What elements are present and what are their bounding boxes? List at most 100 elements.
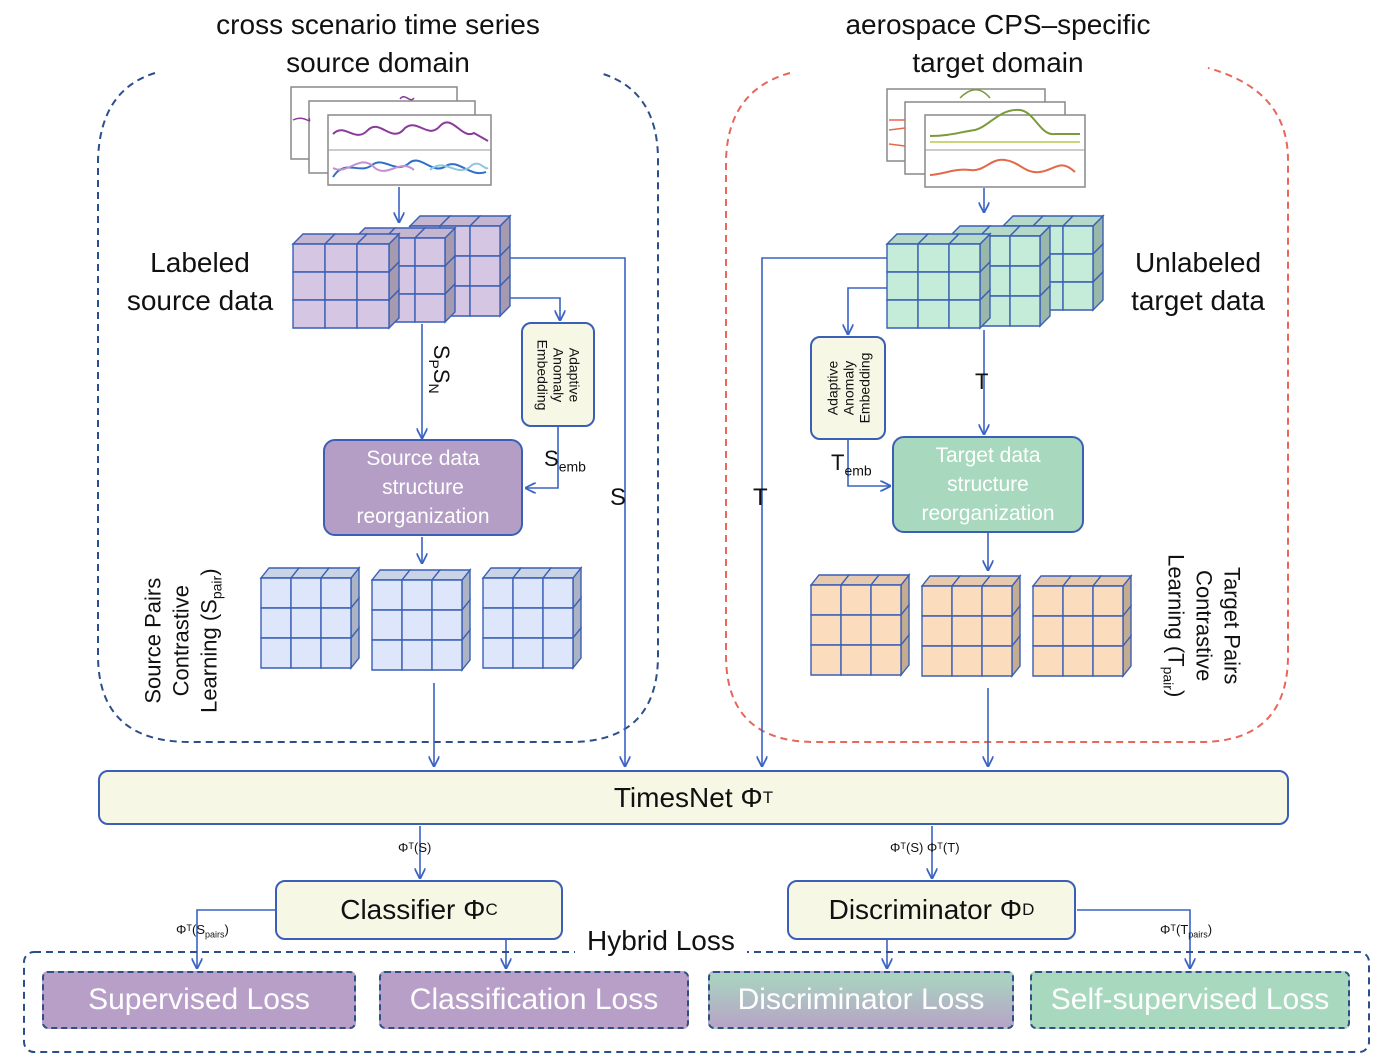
self-supervised-loss-box: Self-supervised Loss [1030,971,1350,1029]
source-pair-block-1-cell [401,579,433,611]
target-pair-block-2-cell [1092,615,1124,647]
target-cube-back-cell [1062,281,1094,311]
source-cube-front-cell [324,243,358,273]
target-timeseries-stack [886,88,1086,188]
target-pair-block-2-cell [1062,585,1094,617]
target-pair-block-2-cell [1032,585,1064,617]
target-pair-block-2-cell [1092,645,1124,677]
source-pair-block-1-cell [371,579,403,611]
target-pair-block-1-cell [981,615,1013,647]
target-cube-front-cell [917,271,950,301]
target-pair-block-1-cell [951,645,983,677]
connectors [197,187,1190,968]
target-pair-block-1-cell [951,585,983,617]
target-cube-front-cell [948,271,981,301]
source-pair-block-0-cell [260,637,292,669]
discriminator-loss-box: Discriminator Loss [708,971,1014,1029]
source-cube-back-cell [469,285,501,317]
t-left-edge-label: T [753,484,768,511]
target-pair-block-2-cell [1062,645,1094,677]
source-pair-block-0-cell [260,607,292,639]
source-pair-block-2-cell [542,607,574,639]
source-pair-block-1-cell [431,639,463,671]
source-pair-block-0-cell [320,637,352,669]
source-cube-back-cell [469,255,501,287]
target-pair-block-1-cell [921,585,953,617]
source-pair-block-0-cell [290,607,322,639]
target-cube-mid-cell [1009,265,1041,297]
target-pair-block-1-cell [921,615,953,647]
target-cube-front-cell [886,243,919,273]
target-pair-block-1-cell [921,645,953,677]
target-pair-block-2-cell [1032,615,1064,647]
source-pair-block-1-cell [371,639,403,671]
s-edge-label: S [610,484,627,511]
source-cube-mid-cell [414,265,446,295]
target-pair-block-1-cell [981,585,1013,617]
target-pair-block-0-cell [870,644,902,676]
source-cube-mid-cell [414,293,446,323]
source-pair-block-2-cell [512,607,544,639]
source-domain-boundary [97,72,659,743]
target-cube-back-cell [1062,225,1094,255]
source-pair-block-0-cell [290,577,322,609]
source-pair-block-1-cell [431,579,463,611]
target-pair-block-0-cell [810,614,842,646]
target-cube-front-cell [886,271,919,301]
target-cube-front-cell [948,299,981,329]
cube-layer [259,214,1133,678]
source-pair-block-2-cell [512,577,544,609]
target-pair-block-2-cell [1092,585,1124,617]
t-emb-label: Temb [831,450,872,479]
t-mid-edge-label: T [975,369,989,394]
classification-loss-box: Classification Loss [379,971,689,1029]
source-pair-block-2-cell [542,577,574,609]
target-cube-mid-cell [1009,295,1041,327]
target-cube-front-cell [917,299,950,329]
source-pair-block-2-cell [512,637,544,669]
source-cube-front-cell [356,271,390,301]
source-pair-block-1-cell [371,609,403,641]
source-pair-block-0-cell [260,577,292,609]
target-cube-front-cell [886,299,919,329]
target-cube-mid-cell [1009,235,1041,267]
source-pair-block-2-cell [482,607,514,639]
source-pair-block-0-cell [290,637,322,669]
source-pair-block-2-cell [482,637,514,669]
source-pair-block-1-cell [431,609,463,641]
source-cube-front-cell [324,299,358,329]
source-pair-block-1-cell [401,609,433,641]
target-cube-front-cell [948,243,981,273]
target-pair-block-0-cell [840,644,872,676]
hybrid-loss-label: Hybrid Loss [575,925,747,957]
target-pair-block-0-cell [810,644,842,676]
target-pair-block-0-cell [870,584,902,616]
source-cube-front-cell [356,299,390,329]
source-pair-block-0-cell [320,607,352,639]
target-pair-block-2-cell [1032,645,1064,677]
source-pair-block-1-cell [401,639,433,671]
source-pair-block-2-cell [542,637,574,669]
source-cube-front-cell [324,271,358,301]
target-domain-boundary [725,67,1289,743]
target-pair-block-0-cell [810,584,842,616]
source-cube-mid-cell [414,237,446,267]
source-pair-block-2-cell [482,577,514,609]
target-pair-block-2-cell [1062,615,1094,647]
phi-s-label: Φᵀ(S) [398,840,432,855]
source-cube-front-cell [356,243,390,273]
